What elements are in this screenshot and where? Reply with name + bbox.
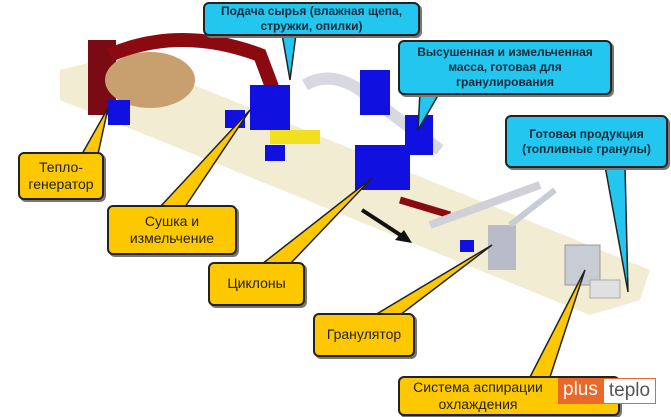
flow-arrowhead xyxy=(395,230,412,243)
plusteplo-logo: plus teplo xyxy=(558,378,657,404)
mill xyxy=(250,85,290,130)
granulator-feed xyxy=(428,181,542,229)
feed-pointer xyxy=(281,33,297,81)
yellow-shaft xyxy=(270,130,320,144)
fan-unit xyxy=(108,100,130,125)
callout-finished-product: Готовая продукция (топливные гранулы) xyxy=(505,115,668,168)
callout-drying-milling: Сушка и измельчение xyxy=(107,205,237,255)
callout-dried-mass: Высушенная и измельченная масса, готовая… xyxy=(398,40,612,95)
granulator xyxy=(488,225,516,270)
logo-part-teplo: teplo xyxy=(602,378,657,404)
dryer-drum xyxy=(105,52,195,108)
callout-heat-generator: Тепло-генератор xyxy=(18,152,104,200)
callout-cyclones: Циклоны xyxy=(208,262,305,306)
granulator-pointer xyxy=(372,244,493,316)
granulator-motor xyxy=(460,240,474,252)
cyclone-1 xyxy=(360,70,390,115)
cyclone-base xyxy=(355,145,410,190)
red-pipe xyxy=(107,33,282,98)
logo-part-plus: plus xyxy=(558,378,603,404)
grey-duct xyxy=(301,72,444,155)
motor-2 xyxy=(265,145,285,161)
packing xyxy=(589,279,621,299)
callout-aspiration-cooling: Система аспирации охлаждения xyxy=(398,376,620,416)
elevator xyxy=(508,187,557,228)
callout-feed: Подача сырья (влажная щепа, стружки, опи… xyxy=(203,2,420,36)
callout-granulator: Гранулятор xyxy=(313,313,415,357)
flow-arrow xyxy=(360,208,407,240)
red-conveyor xyxy=(398,196,452,219)
